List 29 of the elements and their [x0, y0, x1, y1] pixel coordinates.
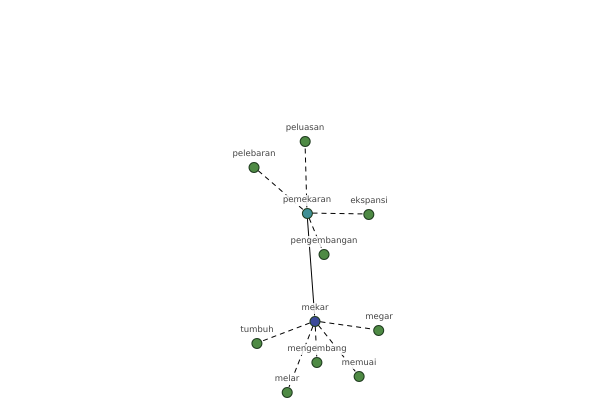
node-label: pelebaran [232, 148, 276, 160]
node-dot [300, 136, 310, 146]
node-dot [282, 386, 292, 398]
dashed-line [258, 170, 304, 210]
node-dot [354, 370, 364, 382]
node-label: memuai [342, 358, 376, 368]
node-label: tumbuh [240, 324, 274, 336]
node-label: peluasan [286, 122, 324, 134]
node-dot [374, 324, 384, 336]
node-dot [312, 356, 322, 368]
node-dot [310, 316, 320, 326]
node-label: ekspansi [350, 196, 388, 206]
node-dot [364, 208, 374, 220]
dashed-line [312, 212, 364, 214]
node-label: mengembang [287, 344, 347, 354]
dashed-line [262, 322, 310, 342]
dashed-line [318, 324, 356, 372]
dashed-line [308, 218, 322, 250]
dashed-line [304, 146, 308, 208]
node-dot [318, 248, 330, 260]
dashed-line [288, 326, 314, 388]
node-label: melar [274, 374, 300, 384]
node-dot [252, 338, 262, 348]
node-dot [248, 162, 260, 172]
node-dot [302, 208, 312, 218]
node-label: megar [365, 312, 393, 322]
node-label: mekar [302, 302, 328, 314]
node-label: pemekaran [282, 194, 332, 206]
node-label: pengembangan [290, 236, 358, 246]
